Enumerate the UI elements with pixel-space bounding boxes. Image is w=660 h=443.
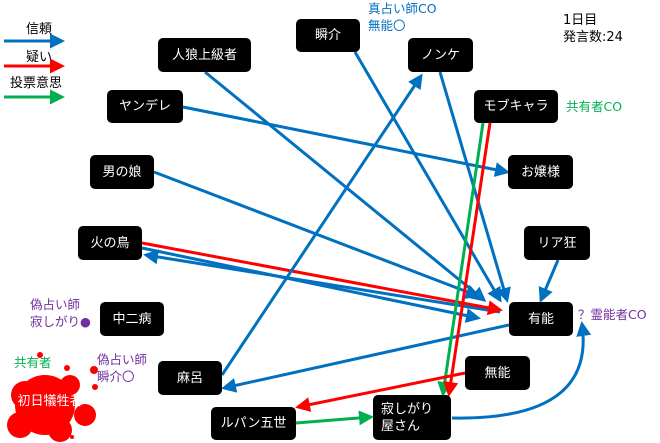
node-otokonoko[interactable]: 男の娘 [90, 155, 154, 189]
legend-trust-label: 信頼 [26, 22, 53, 37]
edge-trust-yuno-to-maro [221, 323, 510, 393]
legend-vote-label: 投票意思 [10, 76, 63, 91]
day-info: 1日目 発言数:24 [563, 12, 623, 46]
node-sabishigariyasan[interactable]: 寂しがり 屋さん [373, 395, 451, 440]
mob-co-note: 共有者CO [566, 99, 623, 114]
edge-trust-yuno-to-hinotori [143, 249, 501, 314]
edge-vote-mob-to-sabishi [437, 122, 485, 397]
edge-trust-shunsuke-to-yuno [353, 51, 502, 303]
node-yuno[interactable]: 有能 [509, 302, 573, 336]
node-hinotori[interactable]: 火の鳥 [78, 226, 142, 260]
blood-splatter-icon [7, 352, 98, 442]
node-chunibyo[interactable]: 中二病 [100, 302, 164, 336]
edge-trust-sabishi-to-yuno [451, 321, 592, 420]
node-jinro-jokyusha[interactable]: 人狼上級者 [158, 38, 251, 72]
node-nonke[interactable]: ノンケ [408, 38, 473, 72]
maro-note: 偽占い師 瞬介〇 [97, 352, 148, 384]
yuno-co-note: ？霊能者CO [578, 307, 647, 322]
node-shonichi-giseisha[interactable]: 初日犠牲者 [17, 394, 83, 409]
node-maro[interactable]: 麻呂 [158, 361, 222, 395]
post-count: 発言数:24 [563, 30, 623, 45]
chuni-note: 偽占い師 寂しがり● [30, 297, 91, 329]
edge-trust-hinotori-to-yuno [141, 246, 481, 323]
node-ojosama[interactable]: お嬢様 [508, 155, 573, 189]
node-riakyo[interactable]: リア狂 [524, 226, 590, 260]
day-label: 1日目 [563, 13, 598, 28]
edge-doubt-mob-to-sabishi [443, 122, 492, 397]
node-mobchara[interactable]: モブキャラ [474, 90, 558, 123]
edge-trust-jinro-to-yuno [204, 70, 487, 302]
edge-doubt-muno-to-lupin [295, 371, 466, 412]
edge-vote-lupin-to-sabishi [295, 410, 374, 426]
edge-trust-riakyo-to-yuno [538, 259, 560, 303]
edge-trust-maro-to-nonke [220, 73, 423, 376]
node-yandere[interactable]: ヤンデレ [107, 90, 183, 123]
victim-note: 共有者 [14, 355, 52, 370]
edge-doubt-hinotori-to-yuno [141, 241, 503, 316]
node-shunsuke[interactable]: 瞬介 [296, 19, 360, 52]
node-lupin[interactable]: ルパン五世 [211, 407, 296, 440]
shunsuke-co-note: 真占い師CO 無能〇 [368, 1, 437, 33]
node-muno[interactable]: 無能 [465, 356, 530, 390]
edge-trust-yandere-to-ojosama [182, 105, 510, 177]
legend-doubt-label: 疑い [26, 50, 53, 65]
